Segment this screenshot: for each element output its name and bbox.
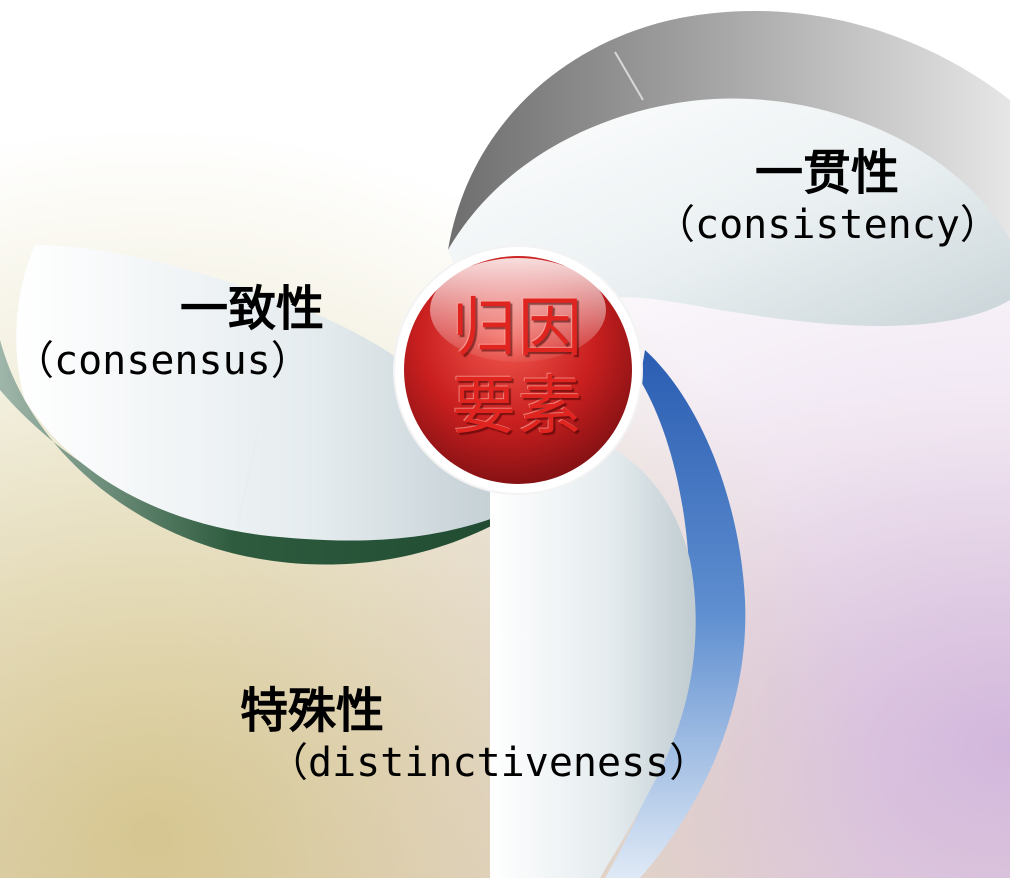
consensus-cn-label: 一致性 [180, 281, 325, 337]
consensus-divider [237, 429, 259, 526]
segment-distinctiveness [490, 350, 746, 878]
center-gloss [430, 258, 606, 362]
distinctiveness-rim [605, 350, 746, 878]
distinctiveness-label: 特殊性 （distinctiveness） [240, 684, 709, 788]
center-node [393, 245, 643, 495]
distinctiveness-cn-label: 特殊性 [240, 683, 385, 739]
consistency-label: 一贯性 （consistency） [655, 146, 1000, 250]
distinctiveness-en-label: （distinctiveness） [268, 740, 710, 786]
consistency-cn-label: 一贯性 [755, 145, 900, 201]
consistency-rim [448, 10, 1010, 300]
consensus-en-label: （consensus） [14, 338, 311, 384]
consistency-divider [614, 51, 644, 101]
consensus-rim [0, 340, 520, 565]
center-label-line1: 归因 [452, 292, 584, 366]
center-label-line2: 要素 [452, 370, 584, 444]
center-label: 归因 要素 [420, 290, 616, 446]
consistency-en-label: （consistency） [655, 202, 1000, 248]
segment-consensus [0, 245, 526, 565]
distinctiveness-leaf [490, 430, 696, 878]
consensus-label: 一致性 （consensus） [14, 282, 324, 386]
consensus-leaf [16, 245, 526, 541]
